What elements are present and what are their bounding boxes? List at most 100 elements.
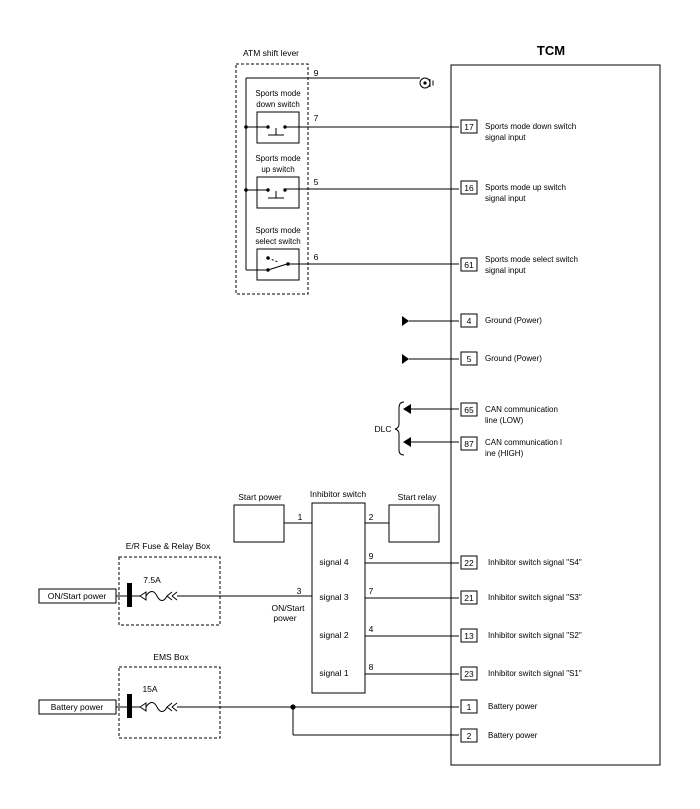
pin-number: 17 <box>464 122 474 132</box>
inhibitor-switch: Start power Inhibitor switch Start relay… <box>233 489 459 694</box>
tcm-pin-22: 22 Inhibitor switch signal "S4" <box>460 555 582 570</box>
switch-label: Sports mode <box>255 154 301 163</box>
ems-box: EMS Box Battery power 15A <box>38 652 459 739</box>
wire-pin: 3 <box>297 586 302 596</box>
on-start-label: ON/Start <box>271 603 305 613</box>
pin-label: Ground (Power) <box>485 316 542 325</box>
start-relay-label: Start relay <box>398 492 437 502</box>
er-fuse-relay-box: E/R Fuse & Relay Box ON/Start power 7.5A <box>38 541 312 626</box>
pin-label: Sports mode down switch <box>485 122 576 131</box>
pin-label: Inhibitor switch signal "S4" <box>488 558 582 567</box>
up-switch-box <box>256 176 300 209</box>
tcm-title: TCM <box>537 43 565 58</box>
tcm-pin-21: 21 Inhibitor switch signal "S3" <box>460 590 582 605</box>
start-power-box <box>233 504 285 543</box>
signal-label: signal 2 <box>319 630 349 640</box>
pin-number: 23 <box>464 669 474 679</box>
pin-label: Battery power <box>488 702 538 711</box>
wire-pin: 7 <box>314 113 319 123</box>
pin-number: 61 <box>464 260 474 270</box>
pin-label: Inhibitor switch signal "S3" <box>488 593 582 602</box>
start-relay-box <box>388 504 440 543</box>
pin-label-2: signal input <box>485 266 526 275</box>
pin-number: 5 <box>467 354 472 364</box>
tcm-pin-16: 16 Sports mode up switch signal input <box>460 180 566 203</box>
wire-pin: 7 <box>369 586 374 596</box>
pin-label-2: signal input <box>485 194 526 203</box>
wire-pin: 9 <box>369 551 374 561</box>
wire-pin: 9 <box>314 68 319 78</box>
fuse-icon <box>139 702 178 712</box>
dlc: DLC <box>374 401 459 456</box>
wire-pin: 6 <box>314 252 319 262</box>
switch-label-2: down switch <box>256 100 300 109</box>
switch-label: Sports mode <box>255 226 301 235</box>
tcm-pin-4: 4 Ground (Power) <box>460 313 542 328</box>
signal-label: signal 3 <box>319 592 349 602</box>
atm-shift-lever: ATM shift lever 9 Sports mode down switc… <box>235 48 459 295</box>
tcm-pin-17: 17 Sports mode down switch signal input <box>460 119 576 142</box>
ems-box-title: EMS Box <box>153 652 189 662</box>
dlc-brace <box>394 401 405 456</box>
switch-label: Sports mode <box>255 89 301 98</box>
tcm-pin-5: 5 Ground (Power) <box>460 351 542 366</box>
pin-number: 87 <box>464 439 474 449</box>
pin-label: Sports mode select switch <box>485 255 578 264</box>
pin-label: Ground (Power) <box>485 354 542 363</box>
signal-label: signal 4 <box>319 557 349 567</box>
pin-number: 2 <box>467 731 472 741</box>
wire-pin: 5 <box>314 177 319 187</box>
arrow-left-icon <box>403 437 411 447</box>
er-box-title: E/R Fuse & Relay Box <box>126 541 211 551</box>
fuse-label: 7.5A <box>143 575 161 585</box>
pin-label: CAN communication l <box>485 438 562 447</box>
pin-label: Sports mode up switch <box>485 183 566 192</box>
switch-label-2: select switch <box>255 237 300 246</box>
tcm-pin-65: 65 CAN communication line (LOW) <box>460 402 558 425</box>
tcm-box <box>450 64 661 766</box>
tcm-pin-2: 2 Battery power <box>460 728 538 743</box>
er-dashed-box <box>118 556 221 626</box>
tcm-pin-87: 87 CAN communication l ine (HIGH) <box>460 436 562 458</box>
tcm-pin-61: 61 Sports mode select switch signal inpu… <box>460 255 578 275</box>
switch-label-2: up switch <box>261 165 294 174</box>
atm-dashed-box <box>235 63 309 295</box>
wire-pin: 2 <box>369 512 374 522</box>
tcm-module: TCM <box>450 43 661 766</box>
fuse-terminal <box>127 694 132 718</box>
pin-label-2: line (LOW) <box>485 416 524 425</box>
ground-wires <box>402 316 459 364</box>
atm-title: ATM shift lever <box>243 48 299 58</box>
tcm-pin-13: 13 Inhibitor switch signal "S2" <box>460 628 582 643</box>
source-label: Battery power <box>51 702 104 712</box>
wire-pin: 1 <box>298 512 303 522</box>
pin-number: 1 <box>467 702 472 712</box>
fuse-terminal <box>127 583 132 607</box>
dlc-label: DLC <box>374 424 391 434</box>
tcm-pin-1: 1 Battery power <box>460 699 538 714</box>
inhibitor-title: Inhibitor switch <box>310 489 366 499</box>
pin-number: 65 <box>464 405 474 415</box>
start-power-label: Start power <box>238 492 282 502</box>
pin-label: CAN communication <box>485 405 558 414</box>
fuse-icon <box>139 591 178 601</box>
pin-number: 13 <box>464 631 474 641</box>
pin-number: 4 <box>467 316 472 326</box>
ground-icon <box>419 77 434 89</box>
ems-dashed-box <box>118 666 221 739</box>
fuse-label: 15A <box>142 684 157 694</box>
pin-number: 16 <box>464 183 474 193</box>
on-start-label-2: power <box>273 613 296 623</box>
ground-arrow-icon <box>402 354 409 364</box>
pin-label: Inhibitor switch signal "S1" <box>488 669 582 678</box>
arrow-left-icon <box>403 404 411 414</box>
pin-number: 21 <box>464 593 474 603</box>
pin-label-2: signal input <box>485 133 526 142</box>
pin-number: 22 <box>464 558 474 568</box>
tcm-pin-23: 23 Inhibitor switch signal "S1" <box>460 666 582 681</box>
signal-label: signal 1 <box>319 668 349 678</box>
pin-label: Battery power <box>488 731 538 740</box>
pin-label: Inhibitor switch signal "S2" <box>488 631 582 640</box>
wire-pin: 8 <box>369 662 374 672</box>
source-label: ON/Start power <box>48 591 107 601</box>
